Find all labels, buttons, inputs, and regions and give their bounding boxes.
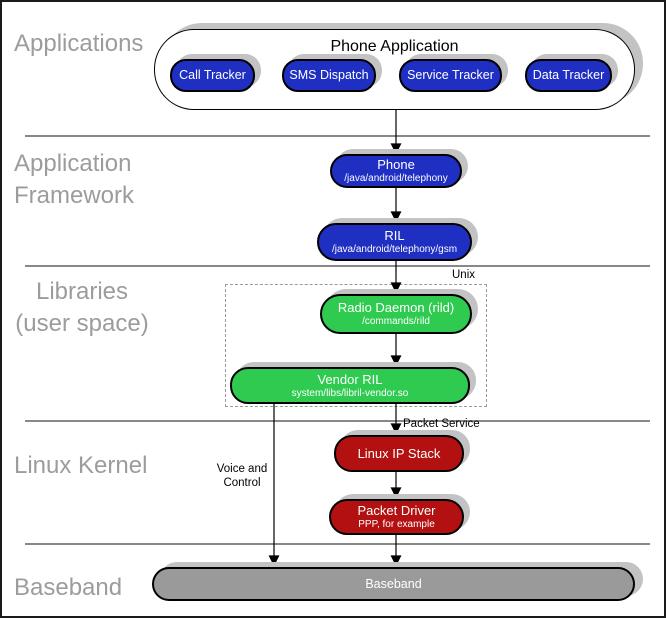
node-radio-daemon: Radio Daemon (rild) /commands/rild	[320, 294, 472, 334]
node-phone: Phone /java/android/telephony	[330, 154, 462, 188]
layer-label-baseband: Baseband	[14, 574, 123, 601]
node-phone-path: /java/android/telephony	[344, 173, 448, 184]
separator-kernel-baseband	[25, 543, 650, 545]
layer-label-libraries: Libraries (user space)	[15, 278, 149, 337]
separator-framework-libraries	[25, 265, 650, 267]
node-vendor-ril-label: Vendor RIL	[317, 371, 383, 387]
node-ril-path: /java/android/telephony/gsm	[331, 244, 458, 255]
separator-libraries-kernel	[25, 420, 650, 422]
node-vendor-ril-path: system/libs/libril-vendor.so	[291, 387, 409, 399]
unix-dashed-boundary	[225, 284, 487, 407]
voice-and-control-label: Voice and Control	[216, 463, 268, 489]
phone-application-title: Phone Application	[330, 38, 459, 55]
node-service-tracker-label: Service Tracker	[407, 68, 494, 82]
node-baseband-label: Baseband	[365, 576, 422, 591]
layer-label-linux-kernel: Linux Kernel	[14, 452, 148, 479]
phone-application-container: Phone Application	[154, 29, 635, 110]
packet-service-label: Packet Service	[403, 418, 480, 430]
node-sms-dispatch-label: SMS Dispatch	[289, 68, 369, 82]
node-data-tracker: Data Tracker	[525, 59, 612, 92]
layer-label-applications: Applications	[14, 30, 144, 57]
node-phone-label: Phone	[377, 157, 415, 172]
layer-label-application-framework: Application Framework	[14, 150, 135, 209]
node-service-tracker: Service Tracker	[399, 59, 502, 92]
node-radio-daemon-path: /commands/rild	[362, 316, 430, 327]
separator-applications-framework	[25, 135, 650, 137]
unix-label: Unix	[452, 269, 476, 281]
node-sms-dispatch: SMS Dispatch	[282, 59, 376, 92]
node-linux-ip-stack: Linux IP Stack	[334, 435, 464, 472]
node-packet-driver-label: Packet Driver	[357, 503, 436, 518]
node-baseband: Baseband	[152, 567, 635, 601]
node-packet-driver-path: PPP, for example	[358, 519, 435, 530]
node-data-tracker-label: Data Tracker	[532, 68, 605, 82]
node-ril-label: RIL	[384, 228, 405, 243]
node-ril: RIL /java/android/telephony/gsm	[317, 223, 472, 261]
node-vendor-ril: Vendor RIL system/libs/libril-vendor.so	[230, 367, 470, 404]
node-call-tracker-label: Call Tracker	[179, 68, 246, 82]
node-call-tracker: Call Tracker	[170, 59, 255, 92]
node-linux-ip-stack-label: Linux IP Stack	[357, 446, 441, 461]
node-radio-daemon-label: Radio Daemon (rild)	[337, 300, 455, 315]
node-packet-driver: Packet Driver PPP, for example	[329, 499, 464, 535]
